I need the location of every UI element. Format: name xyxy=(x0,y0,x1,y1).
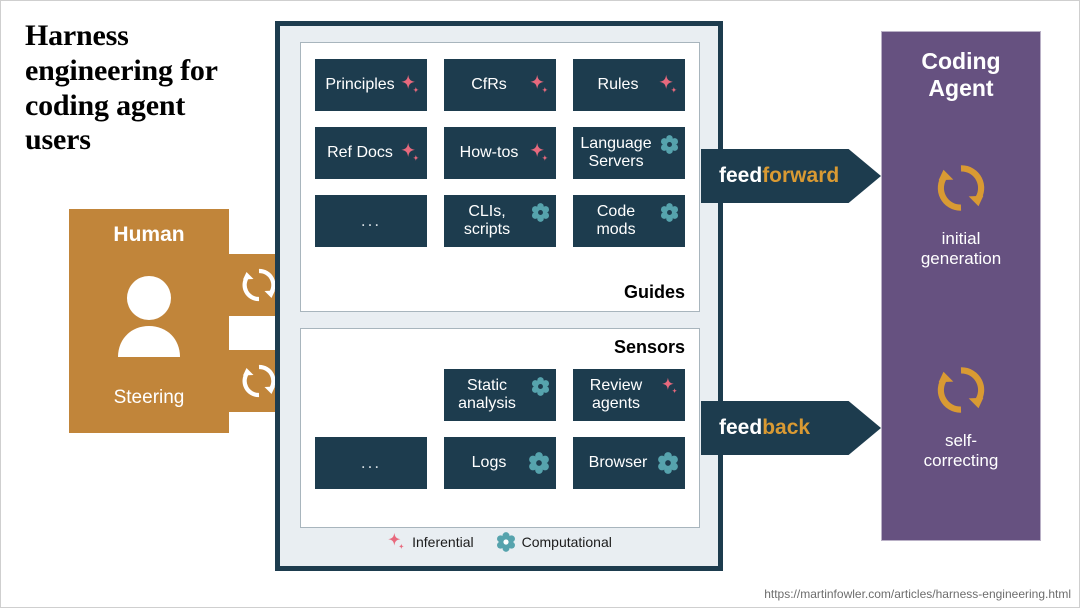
card-label: CLIs, scripts xyxy=(463,203,511,238)
agent-stage-label: self- correcting xyxy=(923,431,999,471)
sparkle-icon xyxy=(388,532,405,550)
agent-stage-initial-generation: initial generation xyxy=(882,160,1040,269)
card-label: Language Servers xyxy=(580,135,652,170)
card-label: CfRs xyxy=(471,76,507,94)
card-label: ... xyxy=(360,211,382,231)
legend-item: Inferential xyxy=(386,532,474,552)
refresh-loop-icon xyxy=(937,367,985,413)
refresh-loop-icon xyxy=(937,165,985,211)
card[interactable]: ... xyxy=(315,437,427,489)
card[interactable]: CLIs, scripts xyxy=(444,195,556,247)
gear-icon xyxy=(658,452,678,474)
card[interactable]: Static analysis xyxy=(444,369,556,421)
feedback-suffix: back xyxy=(762,416,811,439)
human-caption: Steering xyxy=(113,387,185,408)
coding-agent-title: Coding Agent xyxy=(921,48,1001,102)
person-icon xyxy=(118,276,180,357)
sparkle-icon xyxy=(659,74,677,93)
feedback-prefix: feed xyxy=(719,416,763,439)
guides-panel-label: Guides xyxy=(623,282,685,302)
feedback-label: feedback xyxy=(719,416,810,440)
card[interactable]: Browser xyxy=(573,437,685,489)
card-label: How-tos xyxy=(459,144,519,162)
agent-stage-self-correcting: self- correcting xyxy=(882,362,1040,471)
card[interactable]: CfRs xyxy=(444,59,556,111)
feedforward-prefix: feed xyxy=(719,164,763,187)
card[interactable]: Rules xyxy=(573,59,685,111)
refresh-loop-icon xyxy=(242,268,276,302)
agent-stage-label: initial generation xyxy=(920,229,1002,269)
card-label: Logs xyxy=(471,454,507,472)
card[interactable]: Ref Docs xyxy=(315,127,427,179)
feedforward-suffix: forward xyxy=(762,164,840,187)
card-label: Static analysis xyxy=(458,377,516,412)
gear-icon xyxy=(531,203,550,222)
card-label: Principles xyxy=(325,76,395,94)
sparkle-icon xyxy=(662,377,678,394)
card-label: ... xyxy=(360,453,382,473)
sparkle-icon xyxy=(401,142,419,161)
legend-label: Inferential xyxy=(412,534,474,550)
legend-label: Computational xyxy=(521,534,612,550)
refresh-loop-icon xyxy=(242,364,276,398)
card[interactable]: Code mods xyxy=(573,195,685,247)
gear-icon xyxy=(529,452,549,474)
coding-agent-panel: Coding Agent initial generation self- co… xyxy=(881,31,1041,541)
legend-item: Computational xyxy=(496,532,612,552)
page-title: Harness engineering for coding agent use… xyxy=(25,19,218,157)
card[interactable]: Logs xyxy=(444,437,556,489)
card[interactable]: Principles xyxy=(315,59,427,111)
gear-icon xyxy=(660,203,679,222)
legend: Inferential Computational xyxy=(280,532,718,552)
gear-icon xyxy=(660,135,679,154)
card[interactable]: Review agents xyxy=(573,369,685,421)
sparkle-icon xyxy=(530,74,548,93)
card[interactable]: Language Servers xyxy=(573,127,685,179)
card-label: Browser xyxy=(588,454,648,472)
feedback-arrow: feedback xyxy=(701,401,881,455)
sensors-panel-label: Sensors xyxy=(613,337,685,357)
gear-icon xyxy=(496,532,515,552)
card[interactable]: ... xyxy=(315,195,427,247)
sensors-panel: Sensors Static analysis Review agents... L… xyxy=(300,328,700,528)
card-label: Rules xyxy=(597,76,639,94)
sparkle-icon xyxy=(401,74,419,93)
feedforward-arrow: feedforward xyxy=(701,149,881,203)
feedforward-label: feedforward xyxy=(719,164,839,188)
human-title: Human xyxy=(113,223,185,246)
card-label: Review agents xyxy=(589,377,643,412)
source-url: https://martinfowler.com/articles/harnes… xyxy=(764,587,1071,601)
sparkle-icon xyxy=(530,142,548,161)
card-label: Code mods xyxy=(596,203,636,238)
card[interactable]: How-tos xyxy=(444,127,556,179)
card-label: Ref Docs xyxy=(327,144,393,162)
gear-icon xyxy=(531,377,550,396)
human-block: Human Steering xyxy=(69,209,229,433)
